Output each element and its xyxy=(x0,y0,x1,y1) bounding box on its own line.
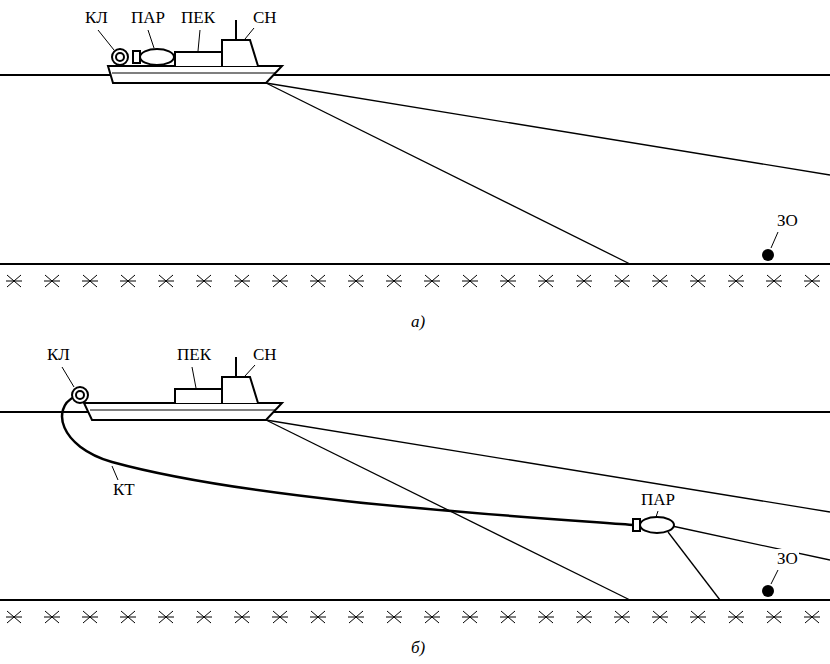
panel-label: б) xyxy=(410,638,426,658)
part-label: ПЕК xyxy=(180,8,216,28)
hatch-mark xyxy=(804,611,820,623)
part-label: КТ xyxy=(112,480,136,500)
hatch-mark xyxy=(272,611,288,623)
hatch-mark xyxy=(348,275,364,287)
hatch-mark xyxy=(386,611,402,623)
hatch-mark xyxy=(766,275,782,287)
hatch-mark xyxy=(120,275,136,287)
hatch-mark xyxy=(272,275,288,287)
part-label: ПАР xyxy=(640,490,676,510)
hatch-mark xyxy=(576,275,592,287)
hatch-mark xyxy=(576,611,592,623)
hatch-mark xyxy=(652,611,668,623)
sonar-beam xyxy=(668,532,720,600)
object xyxy=(762,249,774,261)
sonar-beam xyxy=(266,83,830,175)
seabed-hatching xyxy=(6,275,820,623)
seabed xyxy=(0,263,830,265)
object xyxy=(762,585,774,597)
part-label: КЛ xyxy=(84,8,109,28)
underwater-vehicle xyxy=(133,49,174,65)
ship xyxy=(108,20,282,83)
underwater-vehicle xyxy=(633,517,674,533)
hatch-mark xyxy=(614,275,630,287)
hatch-mark xyxy=(728,275,744,287)
sonar-beam xyxy=(672,526,830,560)
part-label: ПАР xyxy=(130,8,166,28)
hatch-mark xyxy=(500,611,516,623)
hatch-mark xyxy=(44,275,60,287)
hatch-mark xyxy=(82,611,98,623)
seabed xyxy=(0,599,830,601)
hatch-mark xyxy=(424,611,440,623)
hatch-mark xyxy=(310,611,326,623)
part-label: СН xyxy=(252,345,278,365)
leader-line xyxy=(98,28,778,248)
hatch-mark xyxy=(538,275,554,287)
part-label: ЗО xyxy=(776,549,799,569)
hatch-mark xyxy=(690,611,706,623)
hatch-mark xyxy=(386,275,402,287)
part-label: КЛ xyxy=(46,345,71,365)
hatch-mark xyxy=(538,611,554,623)
hatch-mark xyxy=(120,611,136,623)
hatch-mark xyxy=(690,275,706,287)
leader-line xyxy=(62,365,778,584)
hatch-mark xyxy=(728,611,744,623)
hatch-mark xyxy=(44,611,60,623)
hatch-mark xyxy=(158,275,174,287)
sonar-beam xyxy=(266,420,830,512)
hatch-mark xyxy=(310,275,326,287)
part-label: ЗО xyxy=(776,211,799,231)
cable-reel xyxy=(72,387,88,403)
hatch-mark xyxy=(804,275,820,287)
hatch-mark xyxy=(6,275,22,287)
hatch-mark xyxy=(652,275,668,287)
ship xyxy=(84,357,282,420)
panel-label: а) xyxy=(410,312,426,332)
hatch-mark xyxy=(234,275,250,287)
hatch-mark xyxy=(82,275,98,287)
hatch-mark xyxy=(614,611,630,623)
hatch-mark xyxy=(462,611,478,623)
sonar-beam xyxy=(266,420,630,600)
hatch-mark xyxy=(196,611,212,623)
hatch-mark xyxy=(196,275,212,287)
hatch-mark xyxy=(766,611,782,623)
cable-reel xyxy=(112,49,128,65)
hatch-mark xyxy=(348,611,364,623)
hatch-mark xyxy=(500,275,516,287)
part-label: ПЕК xyxy=(176,345,212,365)
hatch-mark xyxy=(234,611,250,623)
sonar-beam xyxy=(266,83,630,264)
hatch-mark xyxy=(6,611,22,623)
part-label: СН xyxy=(252,8,278,28)
hatch-mark xyxy=(462,275,478,287)
hatch-mark xyxy=(158,611,174,623)
hatch-mark xyxy=(424,275,440,287)
